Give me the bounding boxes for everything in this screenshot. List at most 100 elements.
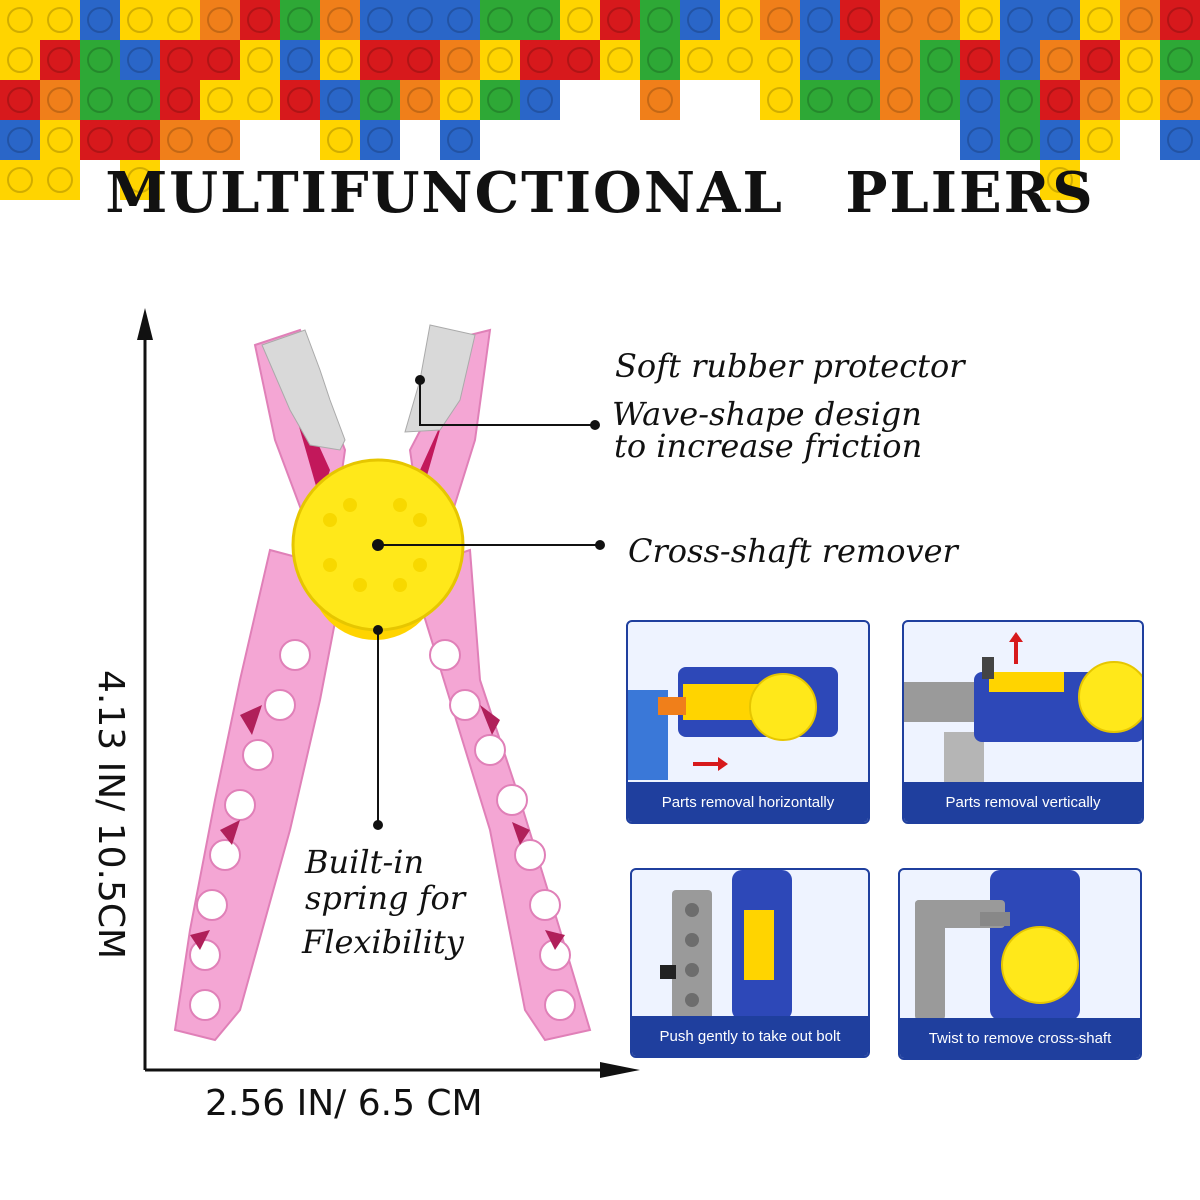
- brick-stud: [527, 47, 553, 73]
- brick-stud: [407, 47, 433, 73]
- brick-stud: [807, 87, 833, 113]
- brick-stud: [327, 127, 353, 153]
- brick-stud: [967, 47, 993, 73]
- brick-stud: [1047, 47, 1073, 73]
- brick-stud: [887, 87, 913, 113]
- callout-wave-shape-line2: to increase friction: [614, 427, 923, 465]
- brick-stud: [1127, 87, 1153, 113]
- brick-stud: [487, 47, 513, 73]
- brick-stud: [447, 47, 473, 73]
- brick-stud: [87, 7, 113, 33]
- brick-stud: [127, 87, 153, 113]
- brick-stud: [1127, 47, 1153, 73]
- brick-stud: [527, 7, 553, 33]
- page-title: MULTIFUNCTIONAL PLIERS: [105, 160, 1095, 226]
- panel-caption-twist: Twist to remove cross-shaft: [900, 1018, 1140, 1058]
- width-dimension-label: 2.56 IN/ 6.5 CM: [205, 1083, 483, 1124]
- brick-stud: [247, 7, 273, 33]
- brick-stud: [807, 47, 833, 73]
- brick-stud: [687, 7, 713, 33]
- brick-stud: [247, 87, 273, 113]
- brick-stud: [927, 87, 953, 113]
- panel-caption-vertical: Parts removal vertically: [904, 782, 1142, 822]
- brick-stud: [47, 7, 73, 33]
- brick-stud: [647, 47, 673, 73]
- brick-stud: [767, 47, 793, 73]
- callout-soft-rubber-protector: Soft rubber protector: [615, 347, 965, 385]
- brick-stud: [127, 127, 153, 153]
- brick-stud: [887, 7, 913, 33]
- brick-stud: [1167, 47, 1193, 73]
- brick-stud: [127, 47, 153, 73]
- brick-stud: [1087, 87, 1113, 113]
- brick-stud: [447, 127, 473, 153]
- brick-stud: [367, 47, 393, 73]
- brick-stud: [807, 7, 833, 33]
- brick-stud: [7, 7, 33, 33]
- brick-stud: [87, 127, 113, 153]
- brick-stud: [47, 167, 73, 193]
- brick-stud: [287, 87, 313, 113]
- callout-wave-shape-line1: Wave-shape design: [612, 395, 922, 433]
- usage-illustration-twist: [915, 870, 1080, 1020]
- brick-stud: [847, 87, 873, 113]
- brick-stud: [647, 7, 673, 33]
- brick-stud: [967, 87, 993, 113]
- brick-stud: [447, 87, 473, 113]
- usage-panel-vertical: Parts removal vertically: [902, 620, 1144, 824]
- brick-stud: [87, 47, 113, 73]
- brick-stud: [87, 87, 113, 113]
- brick-stud: [1047, 87, 1073, 113]
- brick-stud: [47, 87, 73, 113]
- brick-stud: [327, 7, 353, 33]
- brick-stud: [1047, 167, 1073, 193]
- panel-caption-horizontal: Parts removal horizontally: [628, 782, 868, 822]
- brick-stud: [1007, 7, 1033, 33]
- brick-stud: [487, 87, 513, 113]
- brick-stud: [447, 7, 473, 33]
- brick-stud: [1007, 87, 1033, 113]
- brick-stud: [327, 47, 353, 73]
- brick-stud: [407, 7, 433, 33]
- brick-stud: [527, 87, 553, 113]
- brick-stud: [207, 127, 233, 153]
- usage-panel-horizontal: Parts removal horizontally: [626, 620, 870, 824]
- brick-pattern-banner: [0, 0, 1200, 200]
- brick-stud: [847, 47, 873, 73]
- brick-stud: [167, 7, 193, 33]
- brick-stud: [1047, 7, 1073, 33]
- brick-stud: [1167, 87, 1193, 113]
- brick-stud: [1087, 7, 1113, 33]
- brick-stud: [607, 47, 633, 73]
- brick-stud: [1087, 127, 1113, 153]
- brick-stud: [487, 7, 513, 33]
- callout-cross-shaft-remover: Cross-shaft remover: [628, 532, 958, 570]
- callout-spring-line1: Built-in: [305, 843, 425, 881]
- callout-spring-line2: spring for: [305, 879, 466, 917]
- brick-stud: [647, 87, 673, 113]
- brick-stud: [767, 87, 793, 113]
- brick-stud: [927, 7, 953, 33]
- brick-stud: [207, 7, 233, 33]
- usage-panel-bolt: Push gently to take out bolt: [630, 868, 870, 1058]
- brick-stud: [287, 47, 313, 73]
- brick-stud: [7, 87, 33, 113]
- brick-stud: [7, 47, 33, 73]
- brick-stud: [767, 7, 793, 33]
- brick-stud: [927, 47, 953, 73]
- brick-stud: [167, 127, 193, 153]
- usage-panel-twist: Twist to remove cross-shaft: [898, 868, 1142, 1060]
- callout-spring-line3: Flexibility: [302, 923, 464, 961]
- brick-stud: [967, 7, 993, 33]
- brick-stud: [207, 87, 233, 113]
- brick-stud: [727, 47, 753, 73]
- brick-stud: [1127, 7, 1153, 33]
- brick-stud: [167, 47, 193, 73]
- brick-stud: [167, 87, 193, 113]
- brick-stud: [127, 7, 153, 33]
- brick-stud: [967, 127, 993, 153]
- usage-illustration-vertical: [904, 632, 1142, 782]
- brick-stud: [407, 87, 433, 113]
